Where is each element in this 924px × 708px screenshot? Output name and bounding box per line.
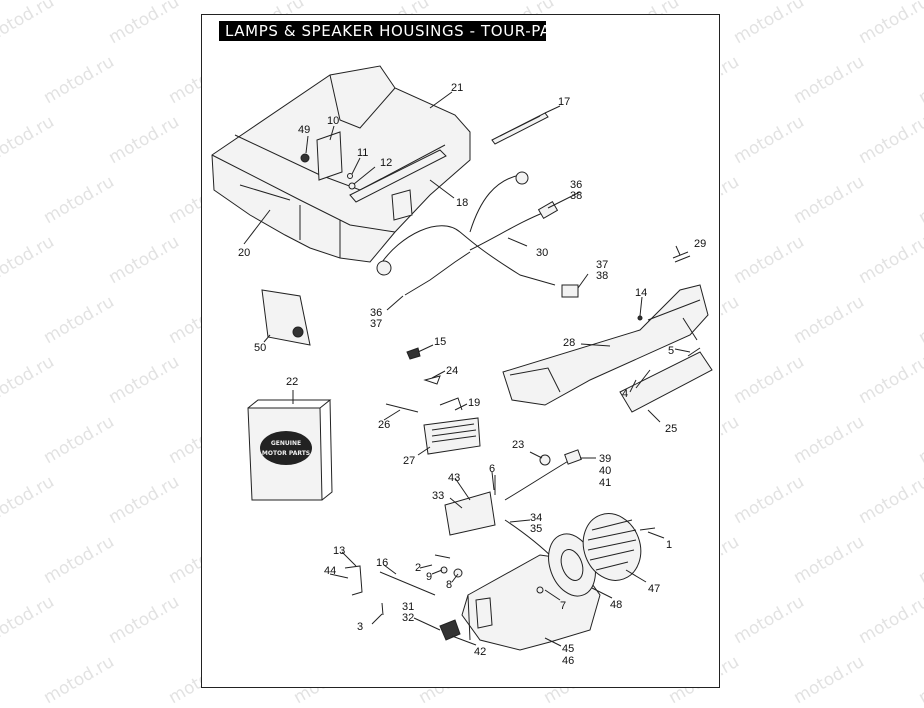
callout-38-upper: 38 xyxy=(570,190,582,202)
screws xyxy=(635,251,701,389)
badge-line1: GENUINE xyxy=(271,440,301,447)
callout-9: 9 xyxy=(426,571,432,583)
callout-32: 32 xyxy=(402,612,414,624)
mounting-plate xyxy=(300,131,343,181)
callout-21: 21 xyxy=(451,82,463,94)
lens-25 xyxy=(619,351,713,413)
callout-37-right: 37 xyxy=(596,259,608,271)
rear-light-bar xyxy=(502,284,709,406)
clip-42 xyxy=(439,619,461,641)
callout-46: 46 xyxy=(562,655,574,667)
callout-33: 33 xyxy=(432,490,444,502)
callout-24: 24 xyxy=(446,365,458,377)
callout-45: 45 xyxy=(562,643,574,655)
callout-20: 20 xyxy=(238,247,250,259)
badge-line2: MOTOR PARTS xyxy=(262,450,310,457)
callout-31: 31 xyxy=(402,601,414,613)
callout-7: 7 xyxy=(560,600,566,612)
bracket-44 xyxy=(344,565,436,616)
callout-28: 28 xyxy=(563,337,575,349)
leader-lines xyxy=(243,91,691,647)
diagram-title: LAMPS & SPEAKER HOUSINGS - TOUR-PAK xyxy=(219,21,561,41)
callout-19: 19 xyxy=(468,397,480,409)
callout-15: 15 xyxy=(434,336,446,348)
strip-17 xyxy=(491,112,549,145)
callout-23: 23 xyxy=(512,439,524,451)
small-hardware xyxy=(385,347,441,413)
callout-29: 29 xyxy=(694,238,706,250)
speaker-grille xyxy=(582,513,642,581)
callout-5: 5 xyxy=(668,345,674,357)
callout-2: 2 xyxy=(415,562,421,574)
callout-6: 6 xyxy=(489,463,495,475)
lamp-assembly xyxy=(423,397,481,455)
callout-25: 25 xyxy=(665,423,677,435)
callout-49: 49 xyxy=(298,124,310,136)
callout-41: 41 xyxy=(599,477,611,489)
callout-3: 3 xyxy=(357,621,363,633)
callout-43: 43 xyxy=(448,472,460,484)
callout-36-lower: 36 xyxy=(370,307,382,319)
callout-17: 17 xyxy=(558,96,570,108)
callout-22: 22 xyxy=(286,376,298,388)
callout-30: 30 xyxy=(536,247,548,259)
callout-4: 4 xyxy=(622,388,628,400)
callout-8: 8 xyxy=(446,579,452,591)
callout-50: 50 xyxy=(254,342,266,354)
fasteners xyxy=(434,527,656,594)
callout-1: 1 xyxy=(666,539,672,551)
callout-12: 12 xyxy=(380,157,392,169)
callout-48: 48 xyxy=(610,599,622,611)
callout-39: 39 xyxy=(599,453,611,465)
callout-26: 26 xyxy=(378,419,390,431)
speaker-connector xyxy=(504,449,582,501)
callout-34: 34 xyxy=(530,512,542,524)
callout-36-upper: 36 xyxy=(570,179,582,191)
callout-13: 13 xyxy=(333,545,345,557)
callout-44: 44 xyxy=(324,565,336,577)
callout-labels: 21 17 10 49 11 12 18 36 38 30 29 37 38 2… xyxy=(238,82,706,667)
callout-16: 16 xyxy=(376,557,388,569)
callout-47: 47 xyxy=(648,583,660,595)
callout-14: 14 xyxy=(635,287,647,299)
callout-38-right: 38 xyxy=(596,270,608,282)
callout-35: 35 xyxy=(530,523,542,535)
callout-10: 10 xyxy=(327,115,339,127)
callout-18: 18 xyxy=(456,197,468,209)
exploded-parts-drawing: GENUINE MOTOR PARTS xyxy=(211,65,713,667)
callout-11: 11 xyxy=(357,147,368,159)
bracket-18 xyxy=(349,149,447,221)
callout-40: 40 xyxy=(599,465,611,477)
parts-box-22: GENUINE MOTOR PARTS xyxy=(247,399,333,501)
callout-37-lower: 37 xyxy=(370,318,382,330)
decal-50 xyxy=(261,289,311,346)
callout-42: 42 xyxy=(474,646,486,658)
callout-27: 27 xyxy=(403,455,415,467)
clip-parts xyxy=(347,173,356,190)
